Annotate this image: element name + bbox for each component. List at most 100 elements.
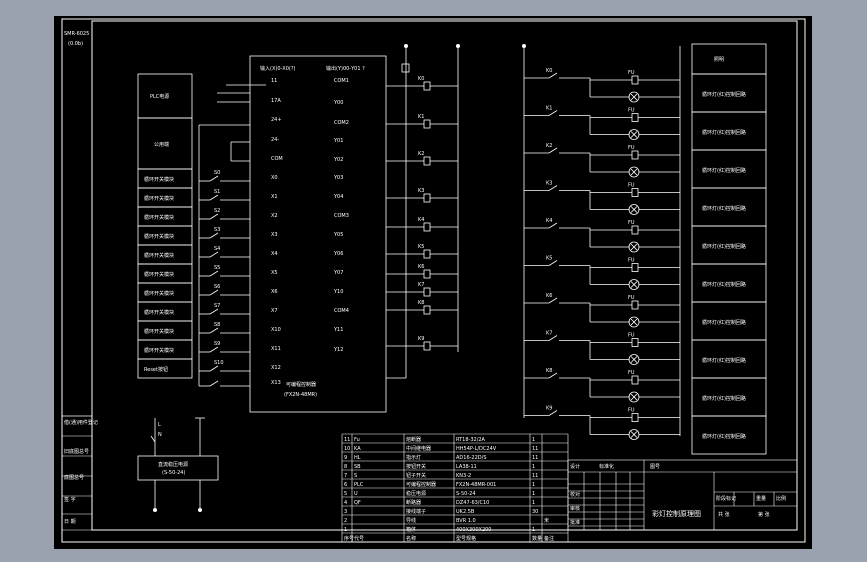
plc-output-pin: Y11 xyxy=(333,327,343,333)
switch-label: S7 xyxy=(214,303,220,309)
bom-cell: 11 xyxy=(344,437,350,443)
fuse xyxy=(631,375,639,385)
title-cell: 共 张 xyxy=(718,511,730,518)
strip-label: 旧底图总号 xyxy=(64,448,89,455)
wire xyxy=(630,318,638,326)
bom-cell: 6 xyxy=(344,482,347,488)
plc-input-pin: X4 xyxy=(271,251,278,257)
bom-cell: HL xyxy=(354,455,361,461)
bom-cell: HH54P-L/DC24V xyxy=(456,446,497,452)
bom-cell: 钮子开关 xyxy=(406,472,426,479)
left-box-label: 循环开关模块 xyxy=(144,271,174,278)
bom-cell: 10 xyxy=(344,446,350,452)
plc-body xyxy=(249,55,387,413)
wire xyxy=(209,289,219,296)
wire xyxy=(548,335,558,341)
right-output-boxes: 照明循环灯(红)控制回路循环灯(红)控制回路循环灯(红)控制回路循环灯(红)控制… xyxy=(691,43,767,455)
left-box xyxy=(137,358,193,379)
title-cell: 设计 xyxy=(570,463,580,470)
left-box-label: 公用端 xyxy=(154,141,169,148)
wire xyxy=(209,213,219,220)
title-cell: 批准 xyxy=(570,519,580,526)
bom-cell: SB xyxy=(354,464,361,470)
wire xyxy=(630,93,638,101)
fuse-label: FU xyxy=(628,258,635,264)
cad-viewport[interactable]: SMR-6025 (0.0b) 借(通)用件登记旧底图总号底图总号签 字日 期 … xyxy=(54,16,812,549)
plc-input-pin: X11 xyxy=(271,346,281,352)
bom-cell: DZ47-63/C10 xyxy=(456,500,489,506)
plc-input-pin: X7 xyxy=(271,308,278,314)
bom-cell: 1 xyxy=(532,491,535,497)
bom-cell: KA xyxy=(354,446,361,452)
bom-cell: 30 xyxy=(532,509,538,515)
plc-input-pin: X1 xyxy=(271,194,278,200)
relay-label: K5 xyxy=(418,244,424,250)
plc-output-pin: Y03 xyxy=(333,175,343,181)
left-box-label: 循环开关模块 xyxy=(144,290,174,297)
right-box-label: 循环灯(红)控制回路 xyxy=(702,395,746,402)
plc-output-pin: Y00 xyxy=(333,100,343,106)
bom-cell: 可编程控制器 xyxy=(406,481,436,488)
switch-label: S9 xyxy=(214,341,220,347)
bom-cell: PLC xyxy=(354,482,364,488)
bom-cell: KN3-2 xyxy=(456,473,471,479)
bom-cell: 4 xyxy=(344,500,347,506)
plc-input-pin: 17A xyxy=(271,98,281,104)
title-block-frame xyxy=(567,459,798,531)
bom-header: 名称 xyxy=(406,535,416,542)
fuse-label: FU xyxy=(628,108,635,114)
bom-cell: 1 xyxy=(532,482,535,488)
right-box-label: 循环灯(红)控制回路 xyxy=(702,433,746,440)
bom-cell: 11 xyxy=(532,473,538,479)
left-box-label: 循环开关模块 xyxy=(144,176,174,183)
wire xyxy=(548,72,558,79)
plc-block: 输入(X)0-X0(?) 输出(Y)00-Y01 ? 可编程控制器 (FX2N-… xyxy=(249,55,387,413)
switch-label: S6 xyxy=(214,284,220,290)
contact-label: K5 xyxy=(546,256,552,262)
wire xyxy=(209,194,219,201)
bom-cell: S-50-24 xyxy=(456,491,476,497)
plc-input-pin: X0 xyxy=(271,175,278,181)
plc-input-pin: X6 xyxy=(271,289,278,295)
switch-label: S2 xyxy=(214,208,220,214)
fuse xyxy=(631,225,639,235)
bom-cell: 箱体 xyxy=(406,526,416,533)
left-box-label: 循环开关模块 xyxy=(144,309,174,316)
wire xyxy=(548,110,558,116)
plc-input-pin: X10 xyxy=(271,327,281,333)
bom-cell: 熔断器 xyxy=(406,436,421,443)
bom-cell: 9 xyxy=(344,455,347,461)
fuse-label: FU xyxy=(628,333,635,339)
power-supply-label-1: 直流稳压电源 xyxy=(158,461,188,468)
plc-output-pin: COM4 xyxy=(334,308,349,314)
fuse-label: FU xyxy=(628,220,635,226)
left-box-label: 循环开关模块 xyxy=(144,347,174,354)
title-cell: 重量 xyxy=(756,495,766,502)
switch-label: S5 xyxy=(214,265,220,271)
contact-label: K4 xyxy=(546,218,552,224)
bom-cell: 1 xyxy=(532,437,535,443)
plc-input-pin: X5 xyxy=(271,270,278,276)
bom-cell: 按钮开关 xyxy=(406,463,426,470)
wire xyxy=(209,380,219,387)
bom-cell: 5 xyxy=(344,491,347,497)
plc-output-pin: Y05 xyxy=(333,232,343,238)
relay-coil xyxy=(423,193,431,203)
contact-label: K8 xyxy=(546,368,552,374)
relay-coil xyxy=(423,119,431,129)
fuse-label: FU xyxy=(628,183,635,189)
fuse xyxy=(631,413,639,422)
bom-cell: 断路器 xyxy=(406,499,421,506)
bom-cell: 8 xyxy=(344,464,347,470)
wire xyxy=(630,393,638,401)
bom-cell: 1 xyxy=(532,527,535,533)
plc-input-pin: X12 xyxy=(271,365,281,371)
power-supply: 直流稳压电源 (S-50-24) L N xyxy=(137,417,219,512)
fuse-label: FU xyxy=(628,370,635,376)
right-box xyxy=(691,415,767,455)
strip-label: 日 期 xyxy=(64,519,76,525)
wire xyxy=(630,356,638,363)
